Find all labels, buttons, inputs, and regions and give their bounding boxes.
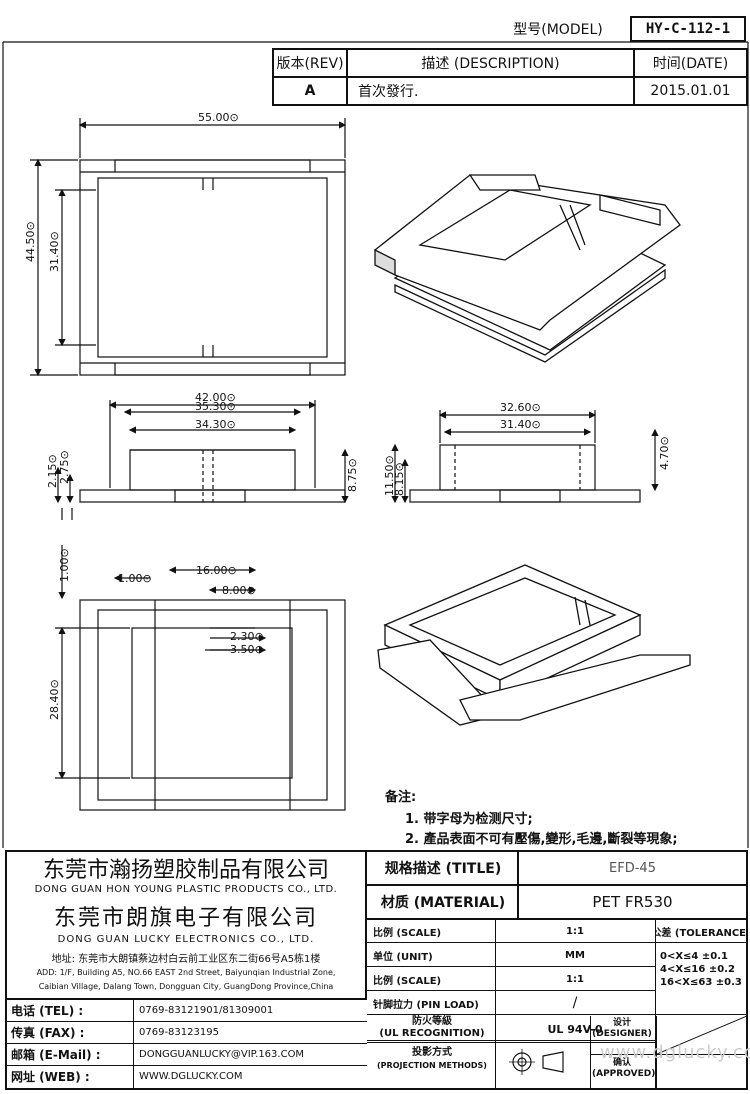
company-name-1-cn: 东莞市瀚扬塑胶制品有限公司 (42, 858, 329, 882)
dim-top-height-outer: 44.50⊙ (24, 221, 37, 262)
company-address-en-2: Caibian Village, Dalang Town, Dongguan C… (38, 981, 334, 991)
dim-bot-top: 1.00⊙ (58, 548, 71, 582)
dim-front-h1: 2.15⊙ (46, 454, 59, 488)
desc-label: 描述 (DESCRIPTION) (421, 56, 560, 72)
tolerance-label: 公差 (TOLERANCE) (656, 927, 746, 939)
dim-side-w2: 31.40⊙ (500, 418, 541, 431)
material-label: 材质 (MATERIAL) (380, 895, 506, 911)
company-name-2-en: DONG GUAN LUCKY ELECTRONICS CO., LTD. (57, 933, 315, 945)
dim-front-h3: 8.75⊙ (346, 458, 359, 492)
company-box (5, 850, 367, 1000)
designer-signature-slash (657, 1016, 747, 1054)
tolerance-values: 0<X≤4 ±0.1 4<X≤16 ±0.2 16<X≤63 ±0.3 (660, 950, 746, 989)
company-address-en-1: ADD: 1/F, Building A5, NO.66 EAST 2nd St… (36, 967, 336, 977)
side-view (391, 410, 659, 504)
dim-side-h2: 8.15⊙ (393, 462, 406, 496)
date-label: 时间(DATE) (652, 56, 729, 72)
dim-side-w1: 32.60⊙ (500, 401, 541, 414)
dim-bot-w4: 2.30⊙ (230, 630, 264, 643)
dim-front-w3: 34.30⊙ (195, 418, 236, 431)
company-name-2-cn: 东莞市朗旗电子有限公司 (53, 906, 318, 930)
approved-label-en: (APPROVED) (592, 1069, 656, 1079)
scale-label: 比例 (SCALE) (373, 927, 442, 939)
tol1-range: 0<X≤4 (660, 951, 699, 962)
tol2-range: 4<X≤16 (660, 964, 706, 975)
bottom-view (55, 545, 346, 811)
tol3-value: ±0.3 (715, 977, 742, 988)
tol3-range: 16<X≤63 (660, 977, 713, 988)
web-label: 网址 (WEB) : (11, 1070, 90, 1084)
dim-bot-w5: 3.50⊙ (230, 643, 264, 656)
dim-bot-w2: 16.00⊙ (196, 564, 237, 577)
date-value: 2015.01.01 (650, 83, 731, 99)
notes-line2: 2. 產品表面不可有壓傷,變形,毛邊,斷裂等現象; (405, 832, 678, 847)
designer-label: 设计 (DESIGNER) (592, 1018, 652, 1040)
desc-value: 首次發行. (358, 84, 419, 100)
dim-side-h3: 4.70⊙ (658, 436, 671, 470)
fax-label: 传真 (FAX) : (11, 1026, 85, 1040)
pin-load-value: / (572, 995, 578, 1011)
tol1-value: ±0.1 (701, 951, 728, 962)
notes-title: 备注: (385, 790, 417, 805)
material-value: PET FR530 (592, 893, 673, 911)
watermark: www.dglucky.com (600, 1042, 750, 1063)
ul-label-cn: 防火等級 (412, 1016, 452, 1027)
pin-load-label: 针脚拉力 (PIN LOAD) (373, 999, 479, 1011)
dim-side-h1: 11.50⊙ (383, 455, 396, 496)
ul-value: UL 94V-0 (547, 1022, 603, 1036)
fax-value: 0769-83123195 (139, 1027, 219, 1038)
top-view (30, 118, 347, 377)
spec-table (367, 850, 748, 1090)
model-label: 型号(MODEL) (513, 22, 603, 38)
company-address-cn: 地址: 东莞市大朗镇蔡边村白云前工业区东二街66号A5栋1楼 (51, 953, 321, 965)
projection-symbol-icon (509, 1049, 564, 1075)
dim-bot-w3: 8.00⊙ (222, 584, 256, 597)
dim-top-height-inner: 31.40⊙ (48, 231, 61, 272)
unit-value: MM (565, 949, 585, 961)
technical-drawing: 55.00⊙ 44.50⊙ 31.40⊙ 42.00⊙ 35.30⊙ 34.30… (2, 41, 749, 848)
email-value[interactable]: DONGGUANLUCKY@VIP.163.COM (139, 1049, 305, 1060)
ul-label: 防火等級 (UL RECOGNITION) (369, 1016, 495, 1042)
dim-front-w2: 35.30⊙ (195, 400, 236, 413)
dim-front-h2: 2.75⊙ (58, 450, 71, 484)
approved-label-cn: 确认 (612, 1058, 631, 1068)
tel-value: 0769-83121901/81309001 (139, 1005, 274, 1016)
model-value: HY-C-112-1 (630, 16, 746, 42)
designer-label-cn: 设计 (612, 1018, 631, 1028)
scale-value: 1:1 (566, 925, 584, 937)
tol2-value: ±0.2 (708, 964, 735, 975)
tel-label: 电话 (TEL) : (11, 1004, 84, 1018)
projection-label: 投影方式 (PROJECTION METHODS) (369, 1046, 495, 1076)
title-label: 规格描述 (TITLE) (384, 861, 502, 877)
unit-label: 单位 (UNIT) (373, 951, 433, 963)
ul-label-en: (UL RECOGNITION) (379, 1028, 485, 1039)
front-view (54, 400, 349, 520)
email-label: 邮箱 (E-Mail) : (11, 1048, 101, 1062)
scale2-label: 比例 (SCALE) (373, 975, 442, 987)
rev-label: 版本(REV) (276, 56, 344, 72)
dim-front-w1: 42.00⊙ (195, 391, 236, 404)
notes-line1: 1. 带字母为检测尺寸; (405, 812, 533, 827)
contact-table (5, 1000, 367, 1090)
designer-label-en: (DESIGNER) (592, 1029, 652, 1039)
title-block (5, 850, 748, 1090)
rev-value: A (304, 83, 316, 99)
dim-bot-w1: 1.00⊙ (118, 572, 152, 585)
projection-label-en: (PROJECTION METHODS) (377, 1061, 487, 1070)
dim-top-width: 55.00⊙ (198, 111, 239, 124)
projection-label-cn: 投影方式 (412, 1047, 452, 1058)
approved-label: 确认 (APPROVED) (592, 1058, 656, 1080)
company-name-1-en: DONG GUAN HON YOUNG PLASTIC PRODUCTS CO.… (34, 883, 338, 895)
scale2-value: 1:1 (566, 973, 584, 985)
web-value[interactable]: WWW.DGLUCKY.COM (139, 1071, 243, 1082)
title-value: EFD-45 (609, 860, 656, 876)
dim-bot-h: 28.40⊙ (48, 679, 61, 720)
isometric-view-top (374, 174, 681, 363)
isometric-view-bottom (377, 564, 691, 726)
